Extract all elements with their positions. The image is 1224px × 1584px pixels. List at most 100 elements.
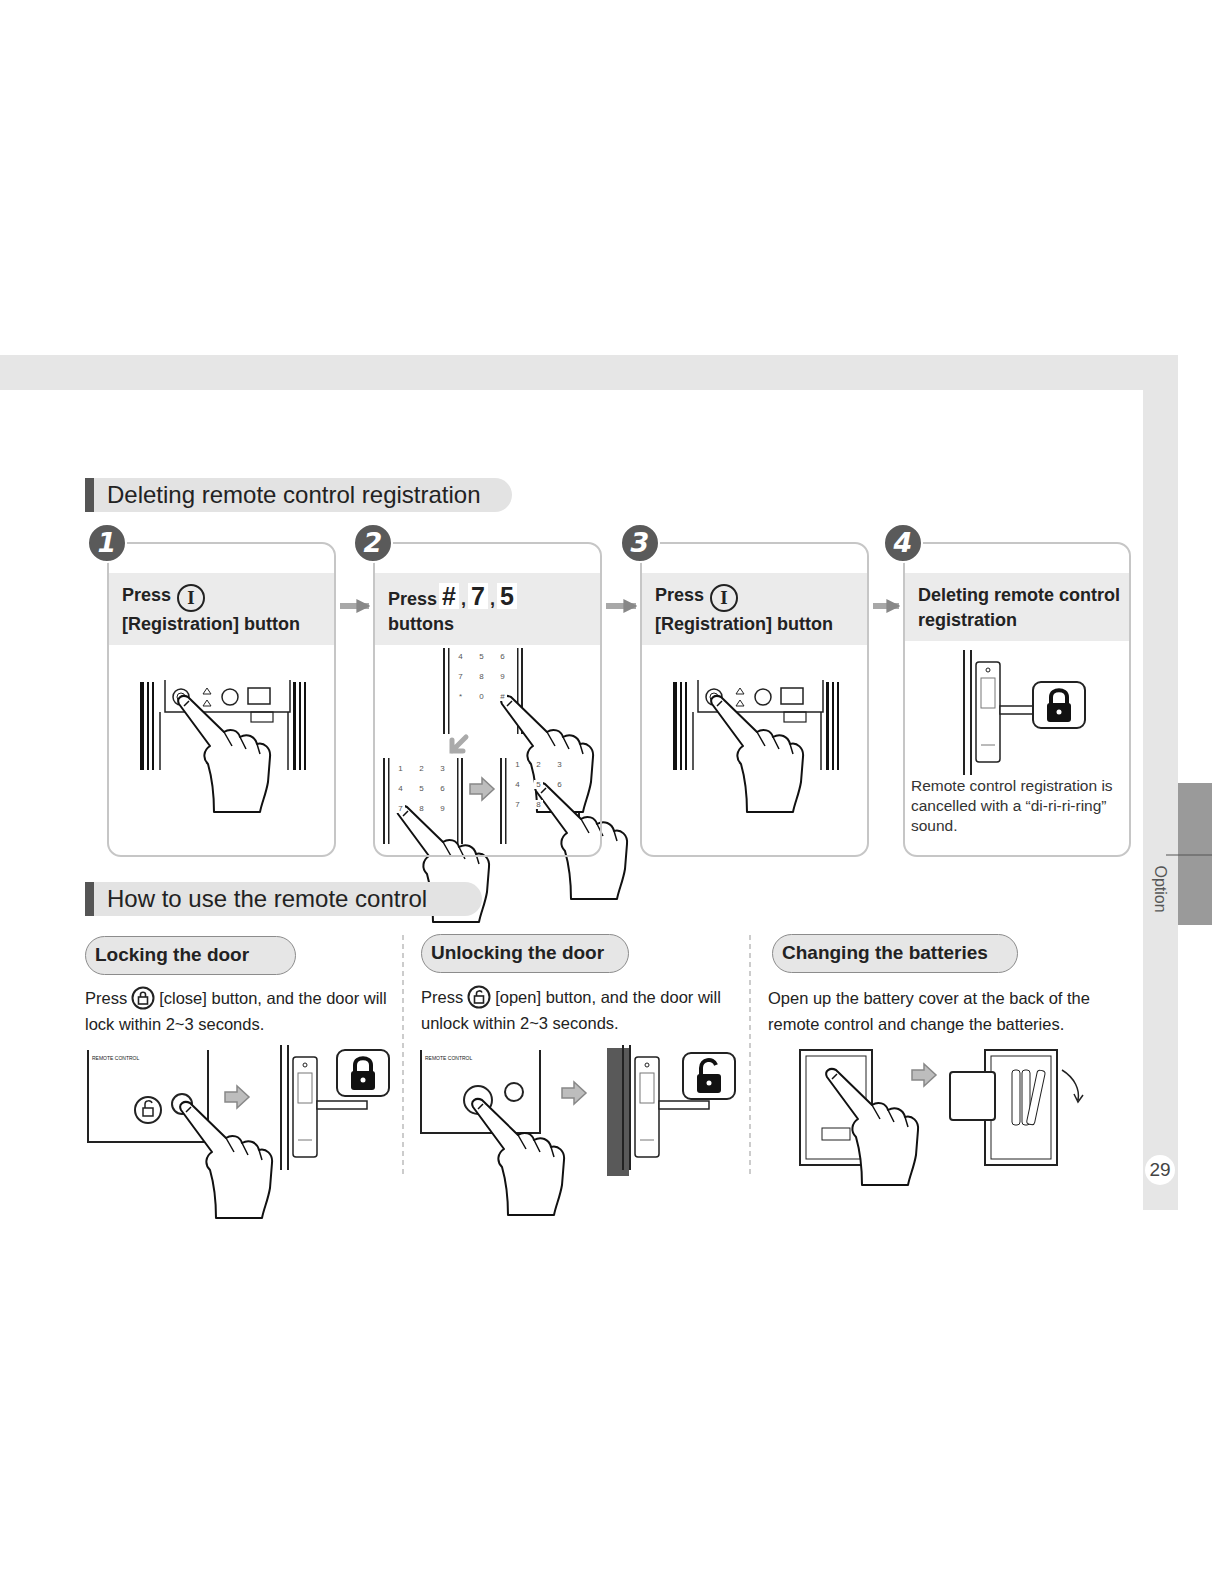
step-note-text: Remote control registration is cancelled… <box>911 776 1125 836</box>
subsection-pill: Unlocking the door <box>421 934 629 973</box>
door-lock-figure <box>607 1048 629 1176</box>
section-title: Deleting remote control registration <box>107 481 481 508</box>
remote-figure <box>143 1101 153 1116</box>
step-text: Press <box>122 585 171 605</box>
subsection-pill: Changing the batteries <box>772 934 1018 973</box>
door-lock-figure <box>683 1053 735 1099</box>
keypad-digit: 3 <box>438 764 447 773</box>
device-text: REMOTE CONTROL <box>92 1055 139 1061</box>
step-text: [Registration] button <box>655 612 859 637</box>
keypad-digit: 6 <box>498 652 507 661</box>
keypad-digit: 7 <box>513 800 522 809</box>
instruction: Press[close] button, and the door will l… <box>85 985 403 1037</box>
instruction-text: Press <box>85 989 127 1007</box>
remote-figure <box>88 1050 586 1218</box>
section-title: How to use the remote control <box>107 885 427 912</box>
registration-panel <box>140 680 839 812</box>
key-label: 7 <box>468 583 488 609</box>
battery-figure <box>991 1056 1051 1159</box>
keypad-figure <box>383 648 627 922</box>
remote-figure <box>562 1082 586 1104</box>
step-text: , <box>490 589 495 609</box>
column-divider <box>403 935 750 1175</box>
step-text: Deleting remote control registration <box>918 583 1121 633</box>
remote-figure <box>472 1099 564 1215</box>
instruction: Open up the battery cover at the back of… <box>768 985 1136 1037</box>
step-arrow <box>606 603 636 609</box>
keypad-digit: 4 <box>456 652 465 661</box>
open-button-icon <box>467 985 491 1009</box>
subsection-title: Unlocking the door <box>431 942 604 963</box>
step-box: Deleting remote control registrationRemo… <box>903 542 1131 857</box>
step-text: Press <box>388 589 437 609</box>
keypad-digit: 2 <box>534 760 543 769</box>
step-box: Press I[Registration] button <box>640 542 869 857</box>
keypad-digit: 9 <box>498 672 507 681</box>
step-arrow <box>873 603 899 609</box>
instruction-text: Open up the battery cover at the back of… <box>768 989 1090 1033</box>
page-number: 29 <box>1145 1155 1175 1185</box>
tab-label: Option <box>1151 865 1169 912</box>
keypad-digit: 3 <box>555 760 564 769</box>
battery-figure <box>800 1050 1083 1185</box>
instruction-text: Press <box>421 988 463 1006</box>
keypad-figure <box>535 783 627 899</box>
section-header: How to use the remote control <box>85 882 482 916</box>
keypad-digit: 0 <box>477 692 486 701</box>
keypad-digit: 2 <box>417 764 426 773</box>
step-text: , <box>461 589 466 609</box>
instruction-text: [open] button, and the door will unlock … <box>421 988 721 1032</box>
step-header: Press#,7,5buttons <box>375 573 600 645</box>
keypad-figure <box>443 648 523 734</box>
keypad-digit: * <box>456 692 465 701</box>
remote-figure <box>180 1102 272 1218</box>
step-header: Press I[Registration] button <box>109 573 334 645</box>
step-box: Press I[Registration] button <box>107 542 336 857</box>
step-header: Deleting remote control registration <box>905 573 1129 641</box>
keypad-digit: 4 <box>396 784 405 793</box>
key-label: 5 <box>497 583 517 609</box>
instruction: Press[open] button, and the door will un… <box>421 984 749 1036</box>
step-text: Press <box>655 585 704 605</box>
step-box: Press#,7,5buttons <box>373 542 602 857</box>
column-divider <box>403 935 404 1175</box>
keypad-digit: 8 <box>477 672 486 681</box>
remote-figure <box>135 1097 161 1123</box>
keypad-digit: 7 <box>396 804 405 813</box>
registration-panel <box>140 680 306 812</box>
step-arrow <box>340 603 369 609</box>
keypad-digit: 6 <box>438 784 447 793</box>
step-header: Press I[Registration] button <box>642 573 867 645</box>
step-number: 4 <box>883 523 923 563</box>
page-frame <box>0 355 1212 1210</box>
device-text: REMOTE CONTROL <box>425 1055 472 1061</box>
keypad-digit: 1 <box>396 764 405 773</box>
remote-figure <box>421 1050 540 1133</box>
step-number: 1 <box>87 523 127 563</box>
page-frame <box>1143 355 1178 1210</box>
button-icon: I <box>177 584 205 612</box>
keypad-digit: 5 <box>477 652 486 661</box>
section-header: Deleting remote control registration <box>85 478 512 512</box>
step-text: buttons <box>388 612 592 637</box>
door-lock-figure <box>337 1050 389 1096</box>
keypad-digit: 6 <box>555 780 564 789</box>
remote-figure <box>505 1083 523 1101</box>
remote-figure <box>225 1086 249 1108</box>
step-number: 2 <box>353 523 393 563</box>
remote-figure <box>88 1050 208 1142</box>
keypad-digit: # <box>498 692 507 701</box>
battery-figure <box>826 1069 918 1185</box>
subsection-pill: Locking the door <box>85 936 296 975</box>
keypad-digit: 8 <box>417 804 426 813</box>
button-icon: I <box>710 584 738 612</box>
keypad-digit: 8 <box>534 800 543 809</box>
step-note: Remote control registration is cancelled… <box>911 776 1125 836</box>
page-frame <box>1178 783 1212 925</box>
battery-figure <box>1026 1070 1045 1125</box>
step-text: [Registration] button <box>122 612 326 637</box>
battery-figure <box>950 1072 995 1120</box>
keypad-figure <box>452 737 466 751</box>
instruction-text: [close] button, and the door will lock w… <box>85 989 387 1033</box>
